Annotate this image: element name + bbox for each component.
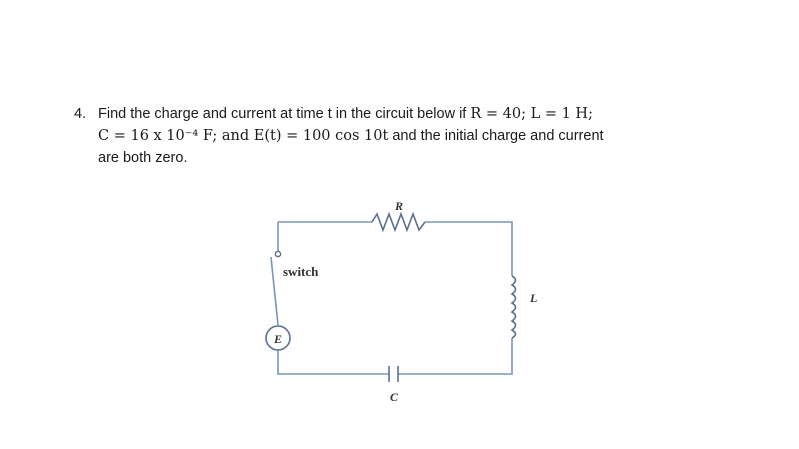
problem-math-1: R = 40; L = 1 H; [470,106,593,122]
capacitor-label: C [390,390,399,404]
problem-text-1: Find the charge and current at time t in… [98,106,467,122]
resistor-label: R [394,199,403,213]
resistor-symbol [371,211,426,233]
switch-label: switch [283,264,319,279]
inductor-symbol [510,275,517,339]
inductor-label: L [529,291,537,305]
problem-text-2: and the initial charge and current [392,128,604,144]
problem-line-2: C = 16 x 10⁻⁴ F; and E(t) = 100 cos 10t … [74,125,774,147]
capacitor-symbol [388,366,399,382]
switch-contact [274,250,282,258]
source-symbol [265,325,291,351]
wire-bottom-left [277,350,389,375]
problem-statement: 4. Find the charge and current at time t … [74,103,774,169]
problem-text-3: are both zero. [98,150,188,166]
wire-bottom-right [398,338,513,375]
wire-top-right [425,221,513,276]
switch-lever [270,256,279,326]
source-label: E [273,332,282,346]
problem-number: 4. [74,106,87,122]
circuit-wires [270,221,513,375]
problem-math-2: C = 16 x 10⁻⁴ F; and E(t) = 100 cos 10t [98,128,389,144]
problem-line-1: 4. Find the charge and current at time t … [74,103,774,125]
problem-line-3: are both zero. [74,147,774,169]
